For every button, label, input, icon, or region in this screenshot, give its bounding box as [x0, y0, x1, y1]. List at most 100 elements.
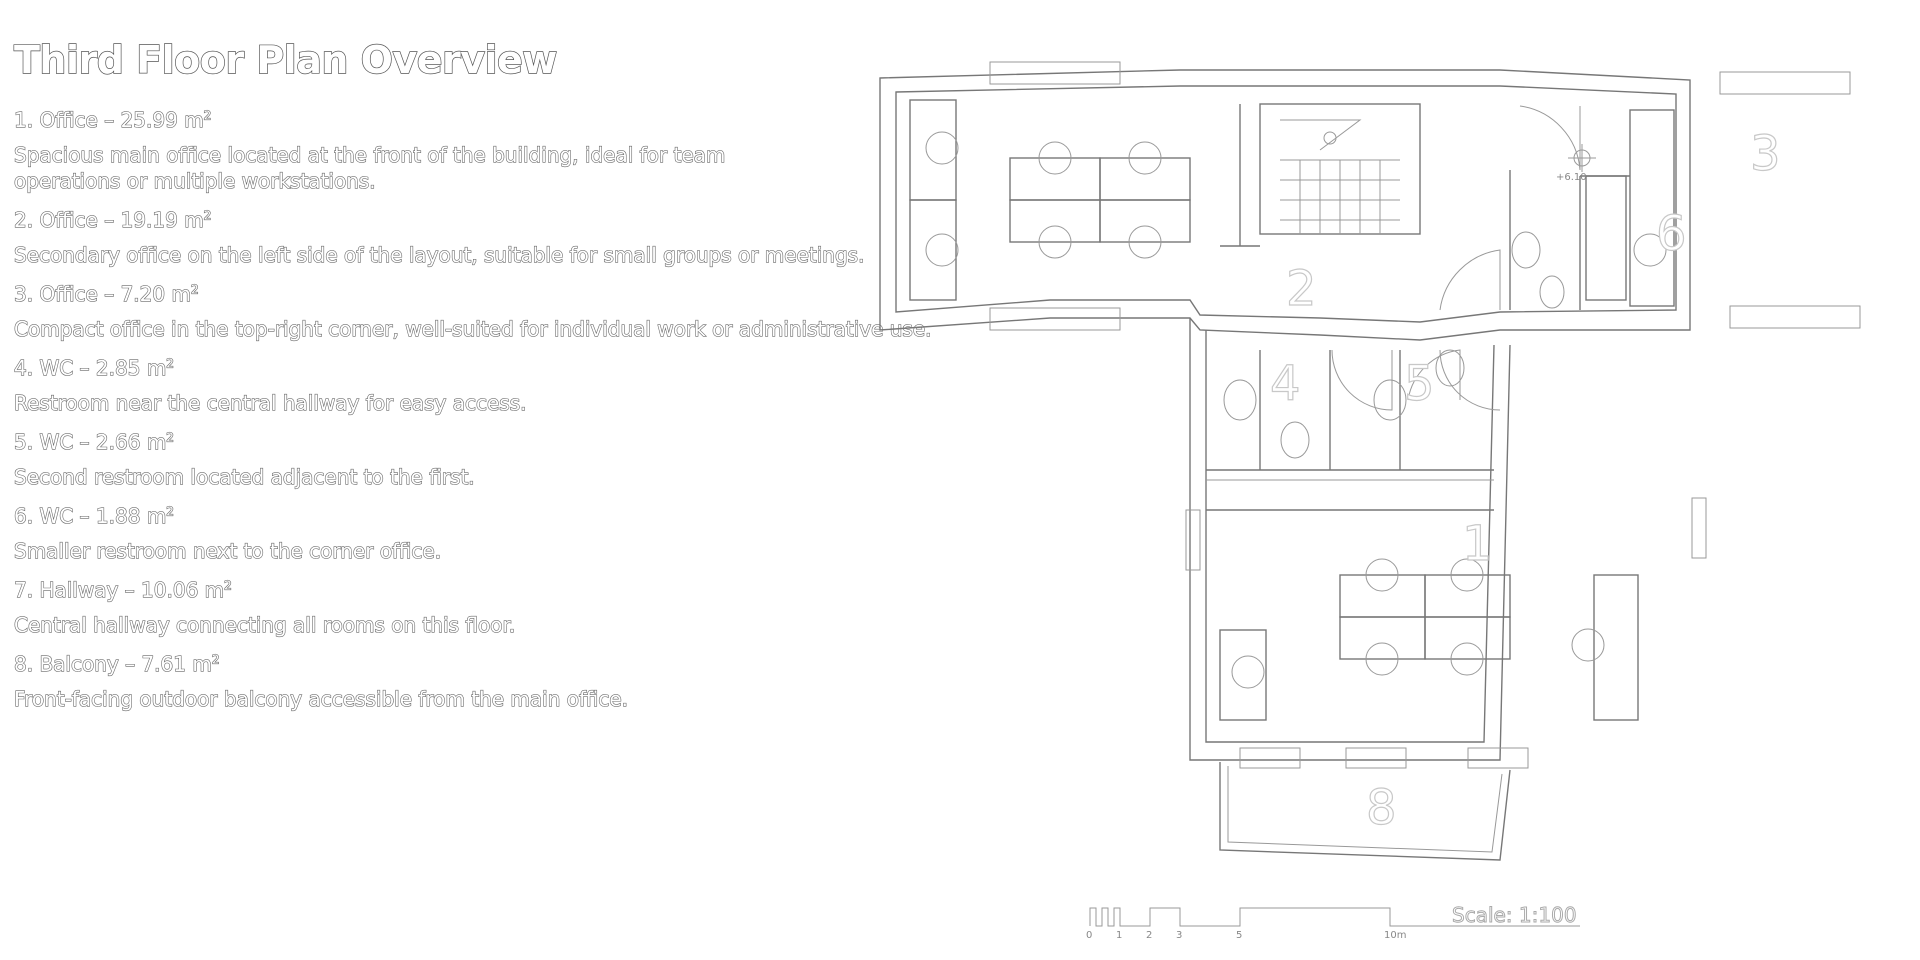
floor-plan: +6.10 1 2 3 4 5 6 8 0 1 2 3 5 10m Scale:…	[860, 0, 1920, 960]
windows	[989, 61, 1861, 769]
squared-superscript: 2	[203, 108, 212, 123]
room-heading: 7. Hallway – 10.06 m2	[13, 577, 233, 602]
desks-office-1	[1219, 558, 1639, 721]
squared-superscript: 2	[166, 430, 175, 445]
room-area-unit: m	[184, 107, 205, 132]
scale-tick-3: 3	[1176, 930, 1182, 941]
room-area-unit: m	[184, 207, 205, 232]
room-number: 3	[13, 281, 27, 306]
office-3-furniture	[1585, 109, 1675, 307]
room-label-5: 5	[1404, 356, 1435, 412]
room-description: Compact office in the top-right corner, …	[13, 316, 932, 341]
room-label-4: 4	[1270, 356, 1301, 412]
scale-tick-0: 0	[1086, 930, 1092, 941]
room-number: 2	[13, 207, 27, 232]
room-area-unit: m	[192, 651, 213, 676]
room-entry: 2. Office – 19.19 m2 Secondary office on …	[13, 207, 974, 268]
room-description: Spacious main office located at the fron…	[13, 142, 726, 193]
room-area: 1.88	[95, 503, 141, 528]
room-label-1: 1	[1462, 516, 1493, 572]
room-area: 10.06	[140, 577, 199, 602]
floor-plan-drawing: +6.10 1 2 3 4 5 6 8 0 1 2 3 5 10m Scale:…	[879, 61, 1861, 941]
room-description: Second restroom located adjacent to the …	[13, 464, 475, 489]
room-name: WC	[39, 355, 74, 380]
room-entry: 3. Office – 7.20 m2 Compact office in the…	[13, 281, 974, 342]
room-heading: 4. WC – 2.85 m2	[13, 355, 175, 380]
scale-bar: 0 1 2 3 5 10m Scale: 1:100	[1086, 903, 1580, 941]
scale-label: Scale: 1:100	[1452, 903, 1577, 927]
room-name: Hallway	[39, 577, 119, 602]
scale-tick-5: 5	[1236, 930, 1242, 941]
room-name: Balcony	[39, 651, 119, 676]
room-entry: 6. WC – 1.88 m2 Smaller restroom next to …	[13, 503, 974, 564]
inner-wall	[895, 85, 1677, 323]
scale-tick-10: 10m	[1384, 930, 1406, 941]
room-description: Front-facing outdoor balcony accessible …	[13, 686, 628, 711]
page-title: Third Floor Plan Overview	[13, 37, 558, 82]
lower-wing-wall	[1189, 318, 1511, 761]
room-list: 1. Office – 25.99 m2 Spacious main office…	[13, 107, 974, 712]
room-heading: 2. Office – 19.19 m2	[13, 207, 212, 232]
squared-superscript: 2	[211, 652, 220, 667]
room-description: Smaller restroom next to the corner offi…	[13, 538, 442, 563]
room-name: WC	[39, 429, 74, 454]
room-area: 25.99	[120, 107, 178, 132]
room-name: Office	[39, 107, 99, 132]
room-heading: 8. Balcony – 7.61 m2	[13, 651, 220, 676]
staircase	[1259, 103, 1421, 235]
room-label-8: 8	[1366, 780, 1397, 836]
room-number: 4	[13, 355, 27, 380]
room-area: 7.61	[141, 651, 187, 676]
squared-superscript: 2	[190, 282, 199, 297]
lower-wing-inner-wall	[1205, 330, 1495, 743]
room-description: Secondary office on the left side of the…	[13, 242, 865, 267]
room-area-unit: m	[146, 429, 167, 454]
wc-fixtures	[1223, 231, 1565, 459]
room-number: 1	[13, 107, 27, 132]
room-number: 8	[13, 651, 27, 676]
squared-superscript: 2	[166, 504, 175, 519]
partitions	[1206, 104, 1630, 511]
balcony-outline	[1219, 762, 1511, 861]
room-name: Office	[39, 281, 99, 306]
squared-superscript: 2	[203, 208, 212, 223]
room-label-2: 2	[1286, 261, 1317, 317]
squared-superscript: 2	[224, 578, 233, 593]
room-area: 2.66	[95, 429, 141, 454]
elevation-marker-icon	[1568, 144, 1596, 172]
room-heading: 6. WC – 1.88 m2	[13, 503, 175, 528]
room-heading: 5. WC – 2.66 m2	[13, 429, 175, 454]
squared-superscript: 2	[166, 356, 175, 371]
doors	[1331, 105, 1581, 411]
room-area: 7.20	[120, 281, 166, 306]
room-entry: 8. Balcony – 7.61 m2 Front-facing outdoor…	[13, 651, 974, 712]
room-legend: Third Floor Plan Overview 1. Office – 25…	[13, 37, 974, 726]
balcony-edge	[1227, 766, 1503, 853]
outer-wall	[879, 69, 1691, 341]
room-label-3: 3	[1750, 126, 1781, 182]
room-description: Restroom near the central hallway for ea…	[13, 390, 527, 415]
room-label-6: 6	[1656, 206, 1687, 262]
room-area: 19.19	[120, 207, 178, 232]
room-number: 6	[13, 503, 27, 528]
room-heading: 1. Office – 25.99 m2	[13, 107, 212, 132]
room-entry: 7. Hallway – 10.06 m2 Central hallway con…	[13, 577, 974, 638]
room-area-unit: m	[204, 577, 225, 602]
room-number: 7	[13, 577, 27, 602]
scale-tick-2: 2	[1146, 930, 1152, 941]
room-name: Office	[39, 207, 99, 232]
room-entry: 5. WC – 2.66 m2 Second restroom located a…	[13, 429, 974, 490]
room-area: 2.85	[95, 355, 141, 380]
room-entry: 4. WC – 2.85 m2 Restroom near the central…	[13, 355, 974, 416]
room-area-unit: m	[146, 355, 167, 380]
room-area-unit: m	[171, 281, 192, 306]
room-number: 5	[13, 429, 27, 454]
elevation-label: +6.10	[1556, 172, 1587, 183]
chairs-office-2	[925, 131, 1162, 267]
room-area-unit: m	[146, 503, 167, 528]
room-description: Central hallway connecting all rooms on …	[13, 612, 516, 637]
room-entry: 1. Office – 25.99 m2 Spacious main office…	[13, 107, 974, 194]
room-heading: 3. Office – 7.20 m2	[13, 281, 199, 306]
room-name: WC	[39, 503, 74, 528]
scale-tick-1: 1	[1116, 930, 1122, 941]
